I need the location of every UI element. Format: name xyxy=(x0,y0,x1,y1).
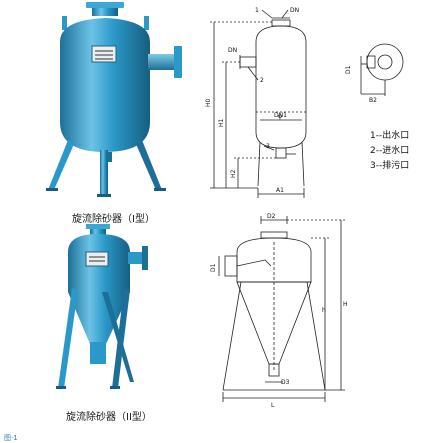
drawing3-label-L: L xyxy=(271,402,275,409)
drawing3-label-d2: D2 xyxy=(267,213,276,220)
drawing1-label-3: 3 xyxy=(266,143,270,150)
drawing1-body-outline xyxy=(255,25,307,149)
drawing1-label-phi: φ xyxy=(278,113,282,120)
vessel2-leg-left xyxy=(58,288,78,388)
side-inlet-pipe xyxy=(148,54,176,70)
drawing1-label-2: 2 xyxy=(260,77,264,84)
vessel-leg-left xyxy=(48,140,74,190)
drawing3-body-outline xyxy=(236,237,312,283)
drawing-top-view xyxy=(360,43,404,96)
drawing-type2-elevation xyxy=(218,216,345,402)
drawing3-label-h: h xyxy=(322,307,326,314)
legend-item-drain: 3--排污口 xyxy=(370,161,410,171)
drawing1-label-dn1: DN1 xyxy=(274,112,287,119)
drawing3-label-d3: D3 xyxy=(281,379,290,386)
drawing-type1-elevation xyxy=(210,9,307,198)
vessel-type1-illustration xyxy=(46,2,182,197)
side-inlet-flange xyxy=(174,46,182,78)
vessel2-leg-back xyxy=(102,292,134,382)
drawing1-dim-h2: H2 xyxy=(230,169,237,178)
drawing2-labels: D1 B2 xyxy=(345,65,377,104)
vessel-leg-right xyxy=(136,140,162,190)
vessel-leg-center xyxy=(100,150,108,196)
drawing1-label-dn-left: DN xyxy=(228,47,237,54)
top-nozzle xyxy=(92,6,118,16)
caption-type1: 旋流除砂器（I型） xyxy=(72,214,155,225)
drawing3-label-H: H xyxy=(343,301,348,308)
drawing2-inner-circle xyxy=(377,54,393,70)
top-flange xyxy=(86,2,124,8)
vessel-type2-illustration xyxy=(56,224,148,389)
drawing1-label-dn-top: DN xyxy=(290,7,299,14)
vessel2-collector xyxy=(90,342,106,364)
drawing1-dim-h1: H1 xyxy=(218,118,225,127)
vessel2-cone xyxy=(68,292,130,344)
caption-type2: 旋流除砂器（II型） xyxy=(66,412,152,423)
nameplate xyxy=(91,45,117,63)
bottom-drain xyxy=(106,152,112,162)
drawing3-label-d1: D1 xyxy=(210,263,217,272)
drawing1-label-1: 1 xyxy=(255,7,259,14)
drawing2-label-b2: B2 xyxy=(369,97,377,104)
vessel2-side-inlet xyxy=(128,252,144,264)
legend-item-outlet: 1--出水口 xyxy=(370,131,410,141)
drawing1-dim-a1: A1 xyxy=(276,187,284,194)
drawing2-label-d1: D1 xyxy=(345,65,352,74)
vessel-body xyxy=(60,18,150,152)
drawing1-labels: 1 DN DN 2 3 DN1 φ H0 H1 H2 A1 xyxy=(205,7,299,194)
drawing1-dim-h0: H0 xyxy=(205,98,212,107)
footer-label: 图·1 xyxy=(4,434,18,442)
drawing3-labels: D2 D1 D3 h H L xyxy=(210,213,348,409)
legend-item-inlet: 2--进水口 xyxy=(370,146,410,156)
